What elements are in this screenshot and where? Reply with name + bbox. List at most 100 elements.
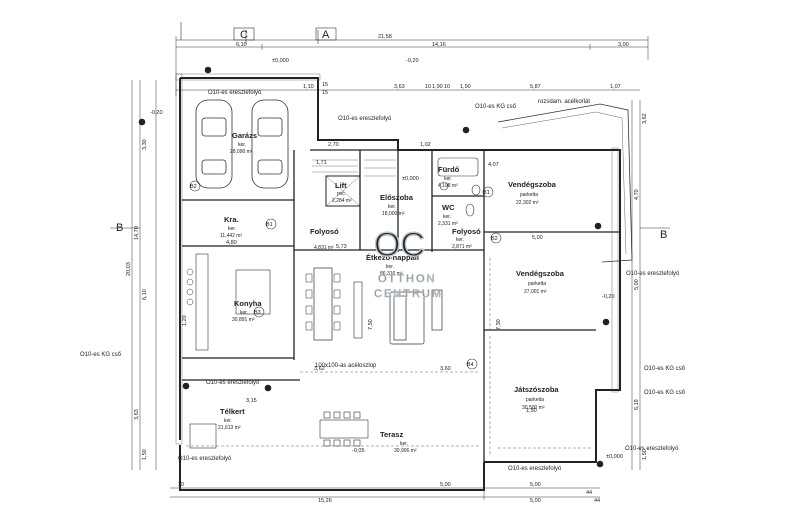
dim-total-width: 21,58	[378, 34, 392, 40]
note-kg-pipe: O10-es KG cső	[475, 104, 517, 110]
dim-inner: 1,20	[182, 315, 188, 326]
room-name: Játszószoba	[514, 385, 559, 394]
room-floor: ker.	[456, 237, 464, 243]
balcony-inner	[501, 111, 627, 255]
dim-side-left: 3,63	[134, 409, 140, 420]
room-bath: Fürdő ker. 4,198 m²	[438, 165, 460, 189]
dim-bottom-edge: 44	[586, 490, 592, 496]
toilet-icon	[471, 184, 481, 196]
stair-treads	[312, 159, 396, 177]
note-gutter: O10-es ereszlefolyó	[508, 466, 562, 472]
room-floor: pvc	[337, 191, 345, 197]
room-name: Fürdő	[438, 165, 460, 174]
dim-row2-3: 1,90	[432, 84, 443, 90]
grid-axes	[110, 22, 670, 229]
dim-bottom-edge: 30	[178, 482, 184, 488]
note-gutter: O10-es ereszlefolyó	[178, 456, 232, 462]
yard-planter	[189, 423, 217, 449]
dim-row2-1: 3,63	[394, 84, 405, 90]
lift-shaft	[325, 175, 361, 207]
dim-top-left: 6,10	[236, 42, 247, 48]
room-name: WC	[442, 203, 455, 212]
room-name: Vendégszoba	[508, 180, 557, 189]
note-gutter: O10-es ereszlefolyó	[625, 446, 679, 452]
room-floor: parketta	[526, 397, 544, 403]
dim-inner: 1,71	[316, 160, 327, 166]
grid-letter-b-right: B	[660, 229, 667, 241]
dim-side-right: 3,62	[642, 113, 648, 124]
dim-top-mid: 14,16	[432, 42, 446, 48]
level-mark: -0,20	[602, 294, 615, 300]
dim-row2-0: 1,10	[303, 84, 314, 90]
dim-inner: 1,02	[420, 142, 431, 148]
room-name: Étkező-nappali	[366, 253, 419, 262]
dim-inner: 4,80	[226, 240, 237, 246]
room-yard: Télkert ker. 21,613 m²	[218, 407, 245, 431]
room-living: Étkező-nappali ker. 86,316 m²	[366, 253, 419, 277]
room-corridor-2: Folyosó ker. 2,871 m²	[452, 227, 481, 250]
grid-letter-a: A	[322, 29, 330, 41]
room-terrace: Terasz ker. 30,906 m²	[380, 430, 417, 454]
room-wc: WC ker. 2,331 m²	[438, 203, 458, 227]
dim-side-left: 3,30	[142, 139, 148, 150]
room-floor: ker.	[386, 264, 394, 270]
room-floor: ker.	[224, 418, 232, 424]
level-mark: ±0,000	[402, 176, 419, 182]
room-area: 4,831 m²	[314, 245, 334, 251]
level-mark: ±0,000	[272, 58, 289, 64]
dim-sub-0: 15	[322, 82, 328, 88]
note-gutter: O10-es ereszlefolyó	[338, 116, 392, 122]
top-dimension-lines	[175, 36, 649, 96]
room-floor: parketta	[520, 192, 538, 198]
stove-icon	[186, 268, 194, 306]
dim-side-left: 1,50	[142, 449, 148, 460]
dim-side-right: 5,00	[634, 279, 640, 290]
dim-side-left: 20,03	[126, 262, 132, 276]
room-name: Télkert	[220, 407, 245, 416]
note-railing: rozsdam. acélkorlát	[538, 99, 590, 105]
dim-sub-1: 15	[322, 90, 328, 96]
dim-row2-5: 1,90	[460, 84, 471, 90]
toilet-icon	[465, 203, 475, 217]
room-name: Kra.	[224, 215, 239, 224]
marker-label: B2	[190, 184, 197, 190]
room-name: Vendégszoba	[516, 269, 565, 278]
dim-top-right: 3,00	[618, 42, 629, 48]
room-floor: ker.	[240, 310, 248, 316]
room-area: 30,891 m²	[232, 317, 255, 323]
marker-label: B2	[491, 236, 498, 242]
dim-side-left: 14,70	[134, 226, 140, 240]
tv-unit	[353, 281, 363, 339]
terrace-table	[319, 411, 369, 447]
room-name: Folyosó	[452, 227, 481, 236]
dining-table	[313, 267, 333, 341]
room-name: Terasz	[380, 430, 403, 439]
dim-row2-7: 1,07	[610, 84, 621, 90]
level-mark: ±0,000	[606, 454, 623, 460]
dim-inner: 7,50	[368, 319, 374, 330]
room-area: 18,000 m²	[382, 211, 405, 217]
room-area: 27,001 m²	[524, 289, 547, 295]
dining-chairs	[305, 273, 341, 331]
room-area: 4,198 m²	[438, 183, 458, 189]
room-area: 30,500 m²	[522, 405, 545, 411]
room-name: Folyosó	[310, 227, 339, 236]
watermark-line2: CENTRUM	[374, 288, 443, 300]
side-dimension-lines	[131, 80, 641, 470]
room-area: 28,090 m²	[230, 149, 253, 155]
dim-inner: 4,07	[488, 162, 499, 168]
otthon-centrum-watermark: OC OTTHON CENTRUM	[373, 225, 443, 300]
room-name: Lift	[335, 181, 347, 190]
exterior-walls	[179, 77, 621, 491]
marker-label: B4	[467, 362, 474, 368]
dim-bottom-total: 15,26	[318, 498, 332, 504]
note-steel-column: 100x100-as acéloszlop	[315, 363, 377, 369]
sofa-icon	[389, 289, 443, 345]
dim-side-right: 1,50	[642, 449, 648, 460]
room-area: 2,331 m²	[438, 221, 458, 227]
note-kg-pipe: O10-es KG cső	[80, 352, 122, 358]
car-icon	[251, 99, 289, 189]
room-play: Játszószoba parketta 30,500 m²	[514, 385, 559, 411]
dim-row2-2: 10	[425, 84, 431, 90]
dim-side-right: 4,70	[634, 189, 640, 200]
